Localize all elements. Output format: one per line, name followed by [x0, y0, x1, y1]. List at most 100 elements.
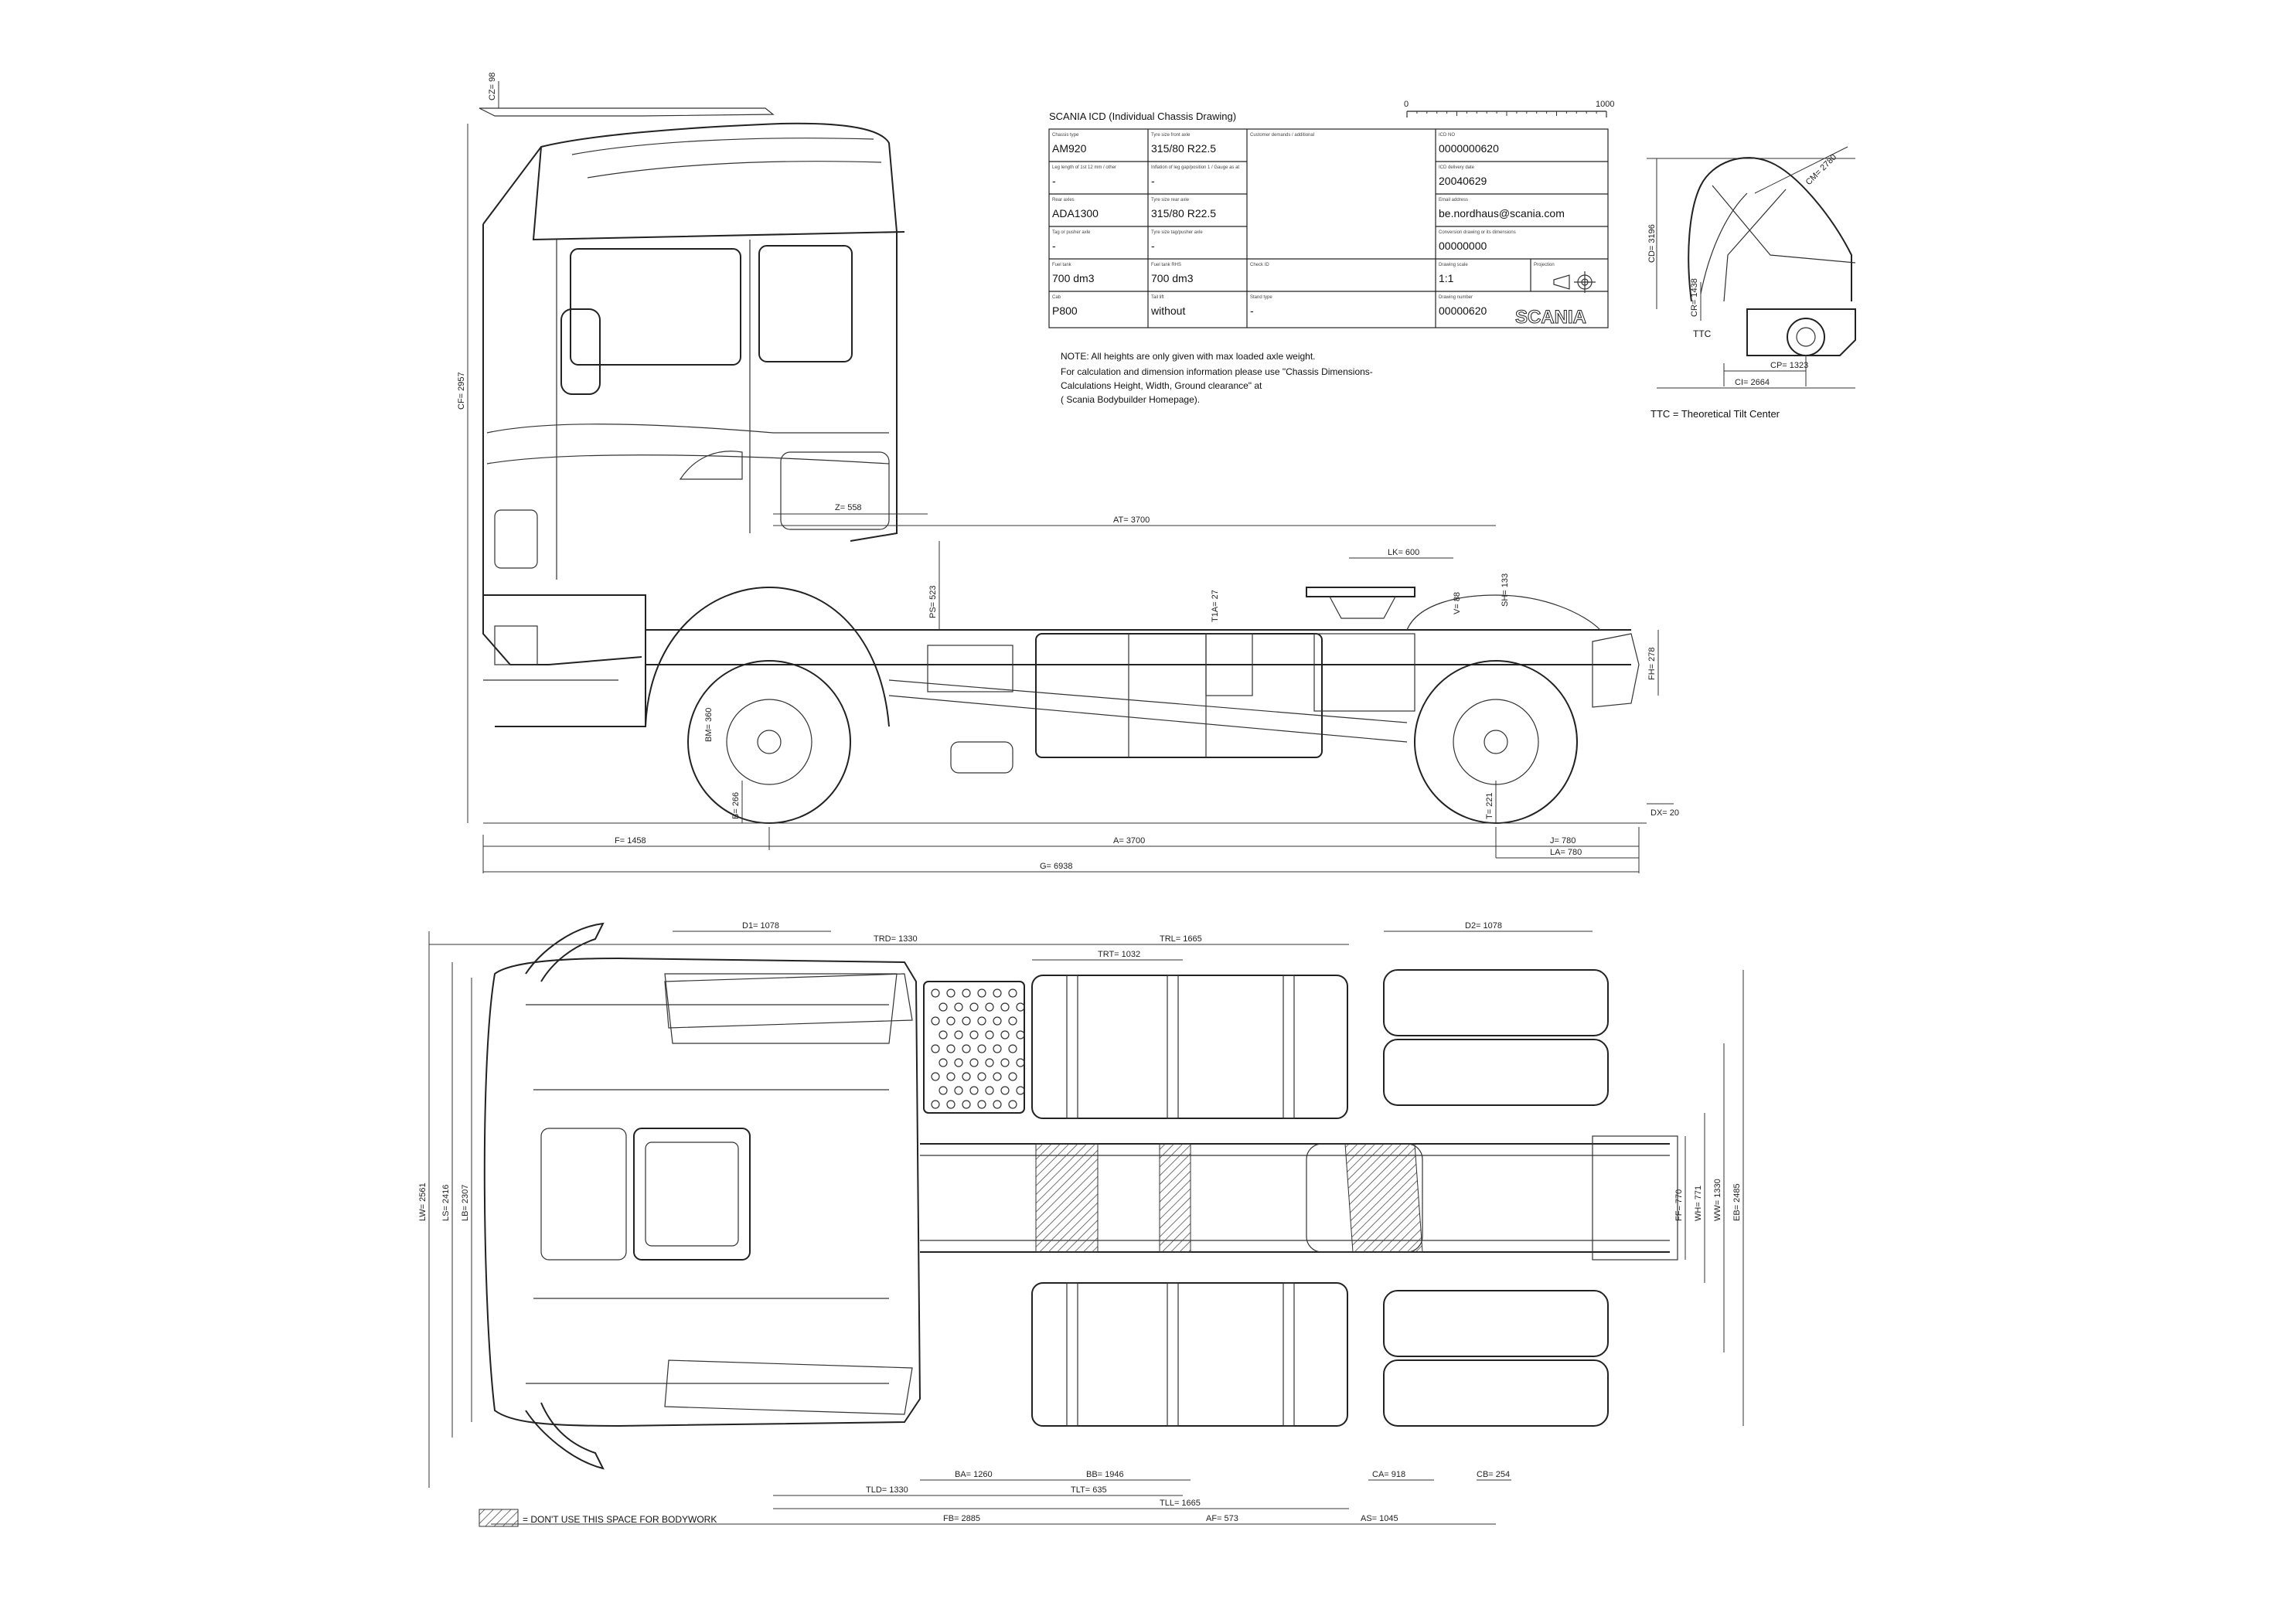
side-dim-f: F= 1458 [615, 836, 646, 846]
tilt-dim-cr: CR= 1438 [1690, 278, 1699, 317]
title-block-cell-value: 315/80 R22.5 [1151, 142, 1216, 155]
tank-strap [1283, 975, 1295, 1119]
side-dim-b: B= 266 [731, 792, 741, 819]
perforation-hole [946, 988, 956, 998]
note-line-2: For calculation and dimension informatio… [1061, 366, 1373, 377]
side-dim-at: AT= 3700 [1113, 515, 1150, 525]
mirror [560, 308, 601, 395]
title-block-cell-head: Leg length of 1st 12 mm / other [1052, 165, 1116, 170]
perforation-hole [977, 1072, 986, 1081]
top-fuel-tank-upper [1031, 975, 1348, 1119]
side-cab-outline [482, 122, 898, 542]
top-dim-trl: TRL= 1665 [1160, 934, 1202, 944]
perforation-hole [931, 1072, 940, 1081]
tank-strap [1283, 1282, 1295, 1427]
perforation-hole [938, 1002, 948, 1012]
tilt-dim-cd: CD= 3196 [1647, 224, 1657, 263]
perforation-hole [969, 1058, 979, 1067]
scania-logo-text: SCANIA [1515, 307, 1586, 328]
perforation-hole [1016, 1002, 1025, 1012]
top-dim-tld: TLD= 1330 [866, 1485, 908, 1495]
title-block-cell-head: Stand type [1250, 295, 1272, 300]
top-dim-cb: CB= 254 [1477, 1470, 1510, 1479]
perforation-hole [969, 1086, 979, 1095]
perforation-hole [969, 1030, 979, 1039]
top-dim-af: AF= 573 [1206, 1514, 1238, 1523]
top-view: D1= 1078 TRD= 1330 TRL= 1665 TRT= 1032 D… [418, 921, 1744, 1527]
title-block-cell-value: without [1150, 305, 1185, 317]
perforation-hole [1000, 1058, 1010, 1067]
title-block-cell-value: P800 [1052, 305, 1078, 317]
title-block-cell-value: 700 dm3 [1151, 272, 1194, 284]
title-block-cell-head: Cab [1052, 295, 1061, 300]
top-mirror-lower [525, 1402, 605, 1470]
top-dim-d2: D2= 1078 [1465, 921, 1502, 931]
perforation-hole [993, 1100, 1002, 1109]
perforation-hole [1008, 1072, 1017, 1081]
side-dim-ps: PS= 523 [928, 585, 938, 618]
side-dim-t1: T1A= 27 [1211, 590, 1220, 622]
perforation-hole [931, 988, 940, 998]
projection-symbol [1553, 271, 1596, 293]
side-dim-fh: FH= 278 [1647, 648, 1657, 681]
title-block-cell-head: Inflation of leg gap/position 1 / Gauge … [1151, 165, 1239, 170]
title-block-cell-head: Projection [1534, 263, 1555, 267]
perforation-hole [954, 1030, 963, 1039]
title-block-cell-head: Drawing number [1439, 295, 1473, 300]
tilt-caption: TTC = Theoretical Tilt Center [1650, 408, 1780, 420]
side-dim-cz: CZ= 98 [488, 73, 497, 100]
tank-strap [1066, 1282, 1078, 1427]
tilt-dim-cp: CP= 1323 [1770, 361, 1808, 370]
perforation-hole [977, 1044, 986, 1053]
top-dim-ba: BA= 1260 [955, 1470, 993, 1479]
perforation-hole [977, 1016, 986, 1026]
title-block-title: SCANIA ICD (Individual Chassis Drawing) [1049, 111, 1236, 122]
side-dim-sh: SH= 133 [1501, 573, 1510, 607]
top-dim-as: AS= 1045 [1361, 1514, 1398, 1523]
note-line-4: ( Scania Bodybuilder Homepage). [1061, 394, 1200, 405]
title-block-cell-value: AM920 [1052, 142, 1087, 155]
perforation-hole [985, 1058, 994, 1067]
note-block: NOTE: All heights are only given with ma… [1061, 351, 1373, 405]
title-block-cell-head: ICD NO [1439, 133, 1455, 138]
title-block-cell-value: - [1052, 175, 1056, 187]
tilt-dim-ci: CI= 2664 [1735, 378, 1770, 387]
side-dim-la: LA= 780 [1550, 848, 1582, 857]
perforation-hole [1000, 1030, 1010, 1039]
side-dim-v: V= 88 [1453, 592, 1462, 614]
perforation-hole [931, 1044, 940, 1053]
title-block-cell-head: Rear axles [1052, 198, 1075, 202]
title-block-cell-value: be.nordhaus@scania.com [1439, 207, 1565, 219]
perforation-hole [993, 988, 1002, 998]
perforation-hole [938, 1058, 948, 1067]
perforation-hole [985, 1030, 994, 1039]
perforation-hole [931, 1100, 940, 1109]
top-dim-fb: FB= 2885 [943, 1514, 980, 1523]
title-block-cell-head: Tyre size front axle [1151, 133, 1191, 138]
perforation-hole [985, 1086, 994, 1095]
title-block-cell-head: Tyre size tag/pusher axle [1151, 230, 1203, 235]
perforation-hole [993, 1016, 1002, 1026]
top-dim-ca: CA= 918 [1372, 1470, 1405, 1479]
note-line-3: Calculations Height, Width, Ground clear… [1061, 380, 1262, 391]
scale-start-label: 0 [1404, 100, 1409, 109]
title-block-cell-value: 700 dm3 [1052, 272, 1095, 284]
top-dim-ls: LS= 2416 [441, 1185, 451, 1221]
side-dim-a: A= 3700 [1113, 836, 1145, 846]
no-bodywork-zone-1 [1035, 1143, 1099, 1253]
roof-hatch [633, 1128, 751, 1261]
perforation-hole [1008, 1100, 1017, 1109]
perforation-hole [954, 1058, 963, 1067]
title-block-cell-value: 00000000 [1439, 240, 1487, 252]
no-bodywork-zone-2 [1159, 1143, 1191, 1253]
title-block-cell-value: ADA1300 [1052, 207, 1099, 219]
top-dim-trt: TRT= 1032 [1098, 950, 1140, 959]
note-line-1: NOTE: All heights are only given with ma… [1061, 351, 1316, 362]
tilt-view: CD= 3196 CM= 2780 CR= 1438 TTC CP= 1323 … [1647, 146, 1856, 420]
perforation-hole [1008, 1016, 1017, 1026]
side-dim-lk: LK= 600 [1388, 548, 1419, 557]
top-mirror-upper [525, 922, 605, 982]
fuel-tank-side [1035, 633, 1323, 758]
side-dim-t2: T= 221 [1485, 792, 1494, 819]
